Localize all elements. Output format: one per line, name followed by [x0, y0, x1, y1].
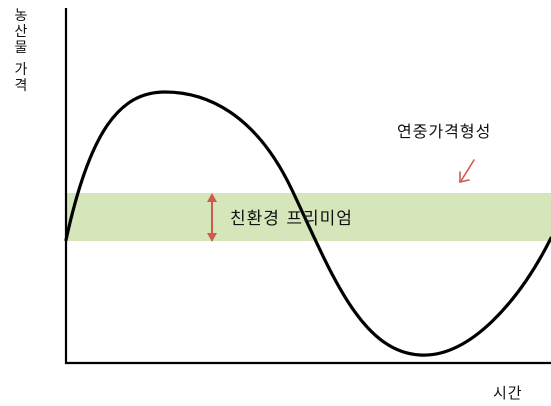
band-label: 친환경 프리미엄 — [230, 209, 353, 229]
pointer-arrow-icon — [459, 159, 475, 183]
y-axis-label-char: 농 — [14, 8, 28, 24]
price-curve — [64, 90, 551, 357]
y-axis-label: 농 산 물 가 격 — [10, 8, 32, 94]
y-axis-label-char: 가 — [14, 62, 28, 78]
y-axis-label-char: 물 — [14, 40, 28, 56]
double-arrow-icon — [207, 193, 217, 242]
eco-premium-band — [66, 193, 551, 241]
x-axis-label: 시간 — [493, 384, 523, 402]
y-axis-label-char: 격 — [14, 78, 28, 94]
curve-label: 연중가격형성 — [397, 122, 492, 141]
y-axis-label-char: 산 — [14, 24, 28, 40]
